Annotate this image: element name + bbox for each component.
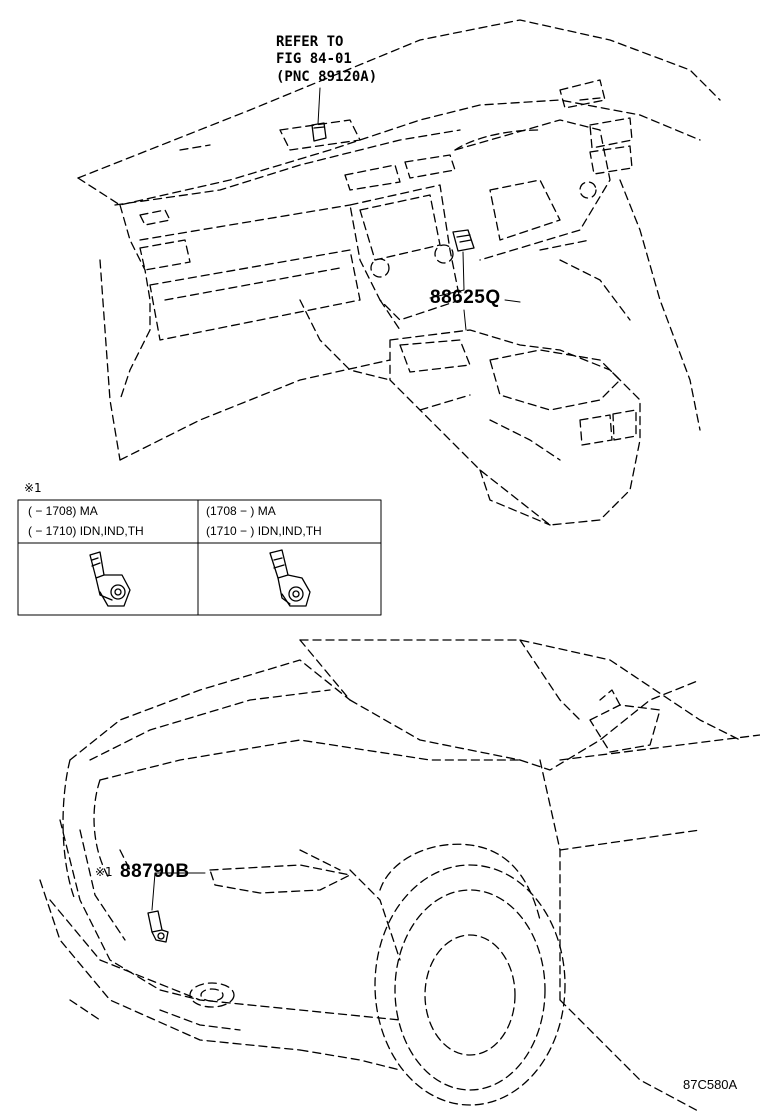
callout-88790B[interactable]: 88790B bbox=[120, 861, 190, 882]
refer-figure-line[interactable]: FIG 84-01 bbox=[276, 51, 352, 67]
part-variant-left-drawing bbox=[89, 551, 131, 607]
refer-pnc-line[interactable]: (PNC 89120A) bbox=[276, 69, 378, 85]
table-left-row2: ( − 1710) IDN,IND,TH bbox=[28, 524, 144, 538]
dashboard-illustration bbox=[77, 19, 721, 526]
car-front-illustration bbox=[39, 639, 760, 1113]
refer-to-line: REFER TO bbox=[276, 34, 344, 50]
variant-table bbox=[17, 499, 382, 616]
table-right-row2: (1710 − ) IDN,IND,TH bbox=[206, 524, 322, 538]
note-mark-table: ※1 bbox=[24, 481, 42, 495]
lower-leader-line bbox=[151, 872, 206, 911]
upper-leader-lines bbox=[317, 87, 521, 331]
switch-part-88625Q bbox=[452, 229, 475, 252]
callout-88625Q[interactable]: 88625Q bbox=[430, 287, 501, 308]
figure-code: 87C580A bbox=[683, 1077, 738, 1092]
part-variant-right-drawing bbox=[269, 549, 311, 607]
note-mark-lower: ※1 bbox=[95, 865, 113, 879]
table-left-row1: ( − 1708) MA bbox=[28, 504, 98, 518]
table-right-row1: (1708 − ) MA bbox=[206, 504, 276, 518]
sensor-part-88790B bbox=[147, 910, 169, 943]
sensor-top-part bbox=[311, 122, 327, 142]
